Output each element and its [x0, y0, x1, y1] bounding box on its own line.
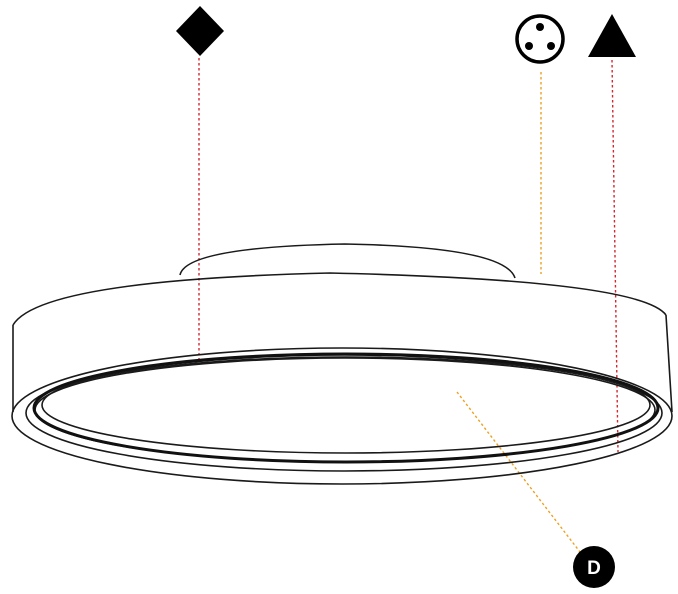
triangle-leader-line [611, 59, 619, 453]
ceiling-canopy [179, 243, 516, 279]
connector-marker [515, 14, 565, 64]
callout-label: D [587, 558, 601, 579]
diameter-leader-line [456, 391, 581, 553]
three-dot-circle-icon [515, 14, 565, 64]
lamp-ring [11, 272, 673, 485]
diameter-callout: D [573, 546, 615, 588]
diamond-icon [176, 6, 224, 56]
callout-badge [573, 546, 615, 588]
triangle-icon [588, 14, 636, 57]
diamond-marker [176, 6, 224, 56]
triangle-marker [588, 14, 636, 57]
